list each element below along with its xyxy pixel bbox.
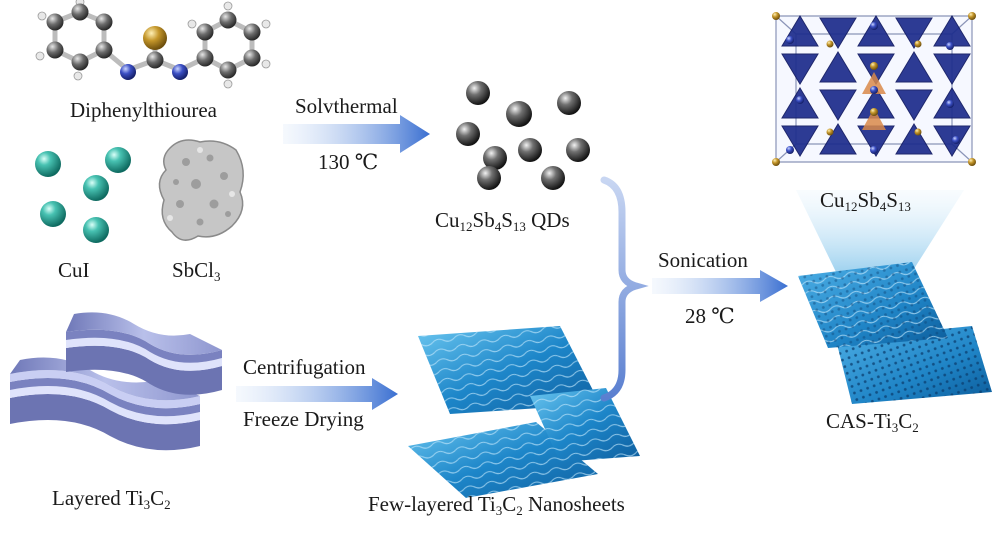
layered-c: C — [150, 486, 165, 510]
tetrahedron — [819, 51, 857, 83]
sbcl3-label-base: SbCl — [172, 258, 215, 282]
nanosheets-c: C — [502, 492, 517, 516]
nanosheets-suffix: Nanosheets — [522, 492, 625, 516]
solvothermal-label: Solvthermal — [295, 94, 398, 118]
qds-label: Cu12Sb4S13 QDs — [435, 208, 570, 234]
layered-ti3c2-stack-icon — [10, 312, 222, 451]
tetrahedron — [857, 15, 895, 47]
orange-tetrahedron — [862, 72, 886, 94]
layered-ti3c2-label: Layered Ti3C2 — [52, 486, 171, 512]
tetrahedron — [781, 125, 819, 157]
qds-s-sub: 13 — [512, 219, 526, 234]
solvothermal-temperature: 130 ℃ — [318, 150, 379, 174]
tetrahedron — [933, 53, 971, 85]
qds-s: S — [501, 208, 513, 232]
tetrahedron — [819, 89, 857, 121]
tetrahedron — [933, 125, 971, 157]
quantum-dots-icon — [456, 81, 590, 190]
sonication-arrow — [652, 270, 788, 302]
crystal-cu: Cu — [820, 188, 845, 212]
cas-c: C — [898, 409, 913, 433]
freeze-drying-label: Freeze Drying — [243, 407, 364, 431]
sbcl3-label-sub: 3 — [214, 269, 221, 284]
tetrahedron — [895, 89, 933, 121]
cas-sub2: 2 — [912, 420, 919, 435]
cui-label: CuI — [58, 258, 90, 282]
crystal-sb: Sb — [857, 188, 880, 212]
sonication-label: Sonication — [658, 248, 748, 272]
sbcl3-structure-icon — [158, 139, 244, 241]
nanosheets-prefix: Few-layered Ti — [368, 492, 496, 516]
crystal-cu-sub: 12 — [844, 199, 858, 214]
qds-cu-sub: 12 — [459, 219, 473, 234]
tetrahedron — [819, 123, 857, 155]
qds-cu: Cu — [435, 208, 460, 232]
nanosheets-label: Few-layered Ti3C2 Nanosheets — [368, 492, 625, 518]
exfoliation-arrow — [236, 378, 398, 410]
magnification-beam — [796, 190, 964, 272]
tetrahedron — [819, 17, 857, 49]
sbcl3-label: SbCl3 — [172, 258, 221, 284]
diphenylthiourea-molecule-icon — [35, 0, 271, 89]
tetrahedron — [895, 17, 933, 49]
crystal-tetrahedra — [781, 15, 971, 157]
crystal-label: Cu12Sb4S13 — [820, 188, 911, 214]
cas-sub1: 3 — [891, 420, 899, 435]
crystal-s-sub: 13 — [897, 199, 911, 214]
qds-sb: Sb — [472, 208, 495, 232]
layered-prefix: Layered Ti — [52, 486, 144, 510]
tetrahedron — [895, 51, 933, 83]
merge-brace — [600, 176, 649, 402]
orange-tetrahedron — [862, 108, 886, 130]
layered-sub2: 2 — [164, 497, 171, 512]
crystal-sb-sub: 4 — [879, 199, 887, 214]
nanosheets-sub2: 2 — [516, 503, 523, 518]
centrifugation-label: Centrifugation — [243, 355, 366, 379]
crystal-structure-icon — [772, 12, 976, 166]
cas-ti3c2-label: CAS-Ti3C2 — [826, 409, 919, 435]
cas-ti3c2-sheets-icon — [798, 262, 992, 404]
cas-prefix: CAS-Ti — [826, 409, 892, 433]
cui-spheres-icon — [35, 147, 131, 243]
crystal-s: S — [886, 188, 898, 212]
sonication-temperature: 28 ℃ — [685, 304, 735, 328]
qds-sb-sub: 4 — [494, 219, 502, 234]
tetrahedron — [895, 123, 933, 155]
layered-sub1: 3 — [143, 497, 151, 512]
tetrahedron — [781, 53, 819, 85]
ti3c2-nanosheets-icon — [408, 326, 640, 498]
diphenylthiourea-label: Diphenylthiourea — [70, 98, 217, 122]
nanosheets-sub1: 3 — [495, 503, 503, 518]
solvothermal-arrow — [283, 115, 430, 153]
qds-suffix: QDs — [525, 208, 570, 232]
